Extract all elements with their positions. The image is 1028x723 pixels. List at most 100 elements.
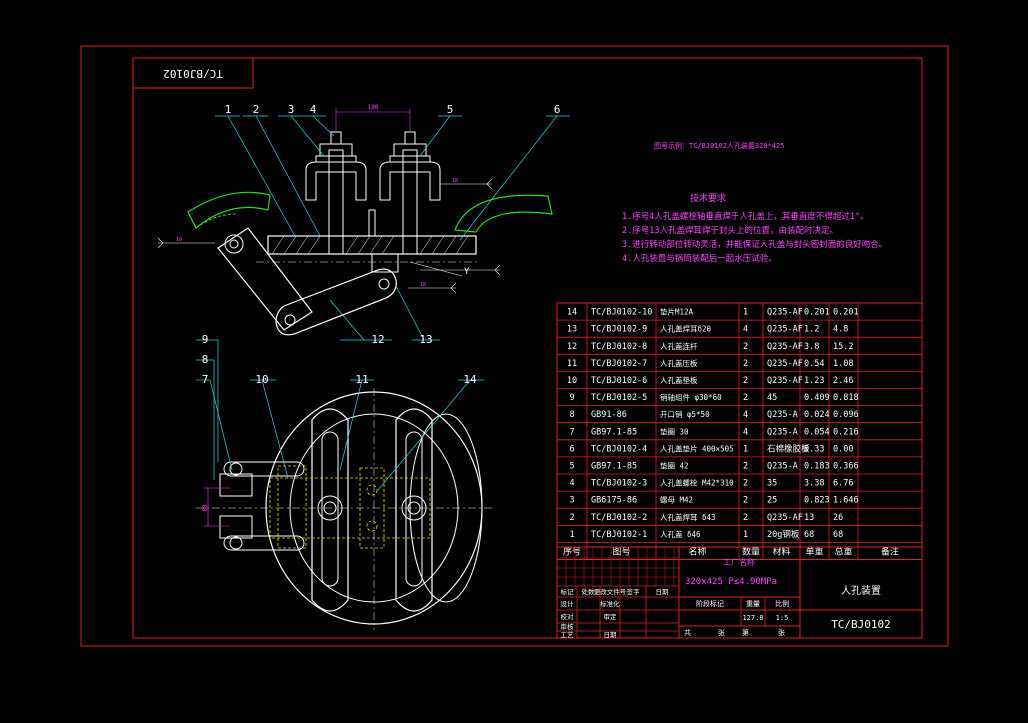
bom-cell: 7 [569, 427, 574, 437]
bom-cell: 13 [567, 325, 577, 335]
bom-cell: 8 [569, 410, 574, 420]
lug-right [379, 161, 441, 201]
bom-cell: Q235-AF [767, 359, 803, 369]
bom-cell: 2 [743, 393, 748, 403]
drawing-number-box [132, 57, 254, 89]
hinge-arm [217, 227, 313, 331]
bom-cell: 人孔盖焊耳δ20 [660, 324, 712, 334]
bom-cell: 6.76 [833, 479, 853, 489]
bom-cell: 1 [743, 308, 748, 318]
bom-cell: Q235-A [767, 427, 798, 437]
center-pin [368, 209, 376, 237]
title-weight: 127.8 [742, 614, 763, 622]
bolt-left [328, 149, 344, 255]
bom-cell: 35 [767, 479, 777, 489]
bom-cell: 9 [569, 393, 574, 403]
balloon-11: 11 [355, 373, 368, 386]
pin-lower [219, 515, 253, 539]
weld-symbol-right-mid [420, 264, 501, 276]
title-sign-cell: 设计 [561, 599, 575, 608]
top-note: 图号示例：TC/BJ0102人孔装置320*425 [654, 141, 784, 150]
shell-right [454, 194, 553, 233]
bolt-right [402, 149, 418, 255]
bom-cell: TC/BJ0102-6 [591, 376, 647, 386]
bom-cell: 1.23 [804, 376, 824, 386]
bom-cell: 20g钢板 [767, 529, 800, 540]
washer-left [315, 155, 357, 163]
bom-cell: 14 [567, 308, 577, 318]
balloon-2: 2 [253, 103, 260, 116]
bom-cell: 0.216 [833, 427, 859, 437]
bom-cell: TC/BJ0102-5 [591, 393, 647, 403]
bom-cell: TC/BJ0102-10 [591, 308, 652, 318]
yoke-left-slot [321, 431, 339, 587]
bom-cell: 3.38 [804, 479, 824, 489]
bom-cell: TC/BJ0102-7 [591, 359, 647, 369]
balloon-9: 9 [202, 333, 209, 346]
title-sheet: 张 [718, 628, 725, 637]
title-sign-cell: 日期 [656, 588, 670, 596]
plan-link-lower [223, 535, 305, 551]
bom-cell: 2 [743, 376, 748, 386]
bom-header-cell: 数量 [742, 545, 760, 557]
bom-cell: 垫圈 42 [660, 461, 689, 471]
weld-symbol-left [157, 237, 215, 249]
balloon-10: 10 [255, 373, 268, 386]
bom-header-cell: 总重 [834, 545, 852, 557]
drawing-number-mirrored: TC/BJ0102 [163, 67, 223, 80]
bom-cell: TC/BJ0102-1 [591, 530, 647, 540]
bom-cell: 1 [743, 444, 748, 454]
title-sheet: 第 [742, 628, 749, 637]
bom-border [556, 302, 923, 560]
bom-cell: 销轴组件 φ30*60 [660, 392, 722, 402]
bom-cell: TC/BJ0102-2 [591, 513, 647, 523]
title-stage-label: 比例 [775, 599, 789, 608]
title-sign-cell: 审定 [604, 612, 618, 621]
washer-right [389, 155, 431, 163]
weld-symbol-right-top [440, 178, 493, 190]
bom-cell: 人孔盖焊耳 δ43 [660, 512, 716, 522]
bom-cell: 45 [767, 393, 777, 403]
bom-cell: GB6175-86 [591, 496, 637, 506]
bom-cell: Q235-AF [767, 342, 803, 352]
link-pin-lower [284, 314, 296, 326]
dim-80: 80 [202, 504, 209, 512]
pin-head-lower [229, 536, 243, 550]
tech-req-item: 2.序号13人孔盖焊耳焊于封头上的位置，由装配时决定。 [622, 225, 838, 236]
bom-cell: 1.08 [833, 359, 853, 369]
bom-cell: 人孔盖垫板 [660, 375, 698, 385]
weld-lug [371, 254, 399, 273]
pin-upper [219, 473, 253, 497]
bom-cell: 0.183 [804, 462, 830, 472]
title-sign-cell: 标记 [561, 587, 575, 596]
pin-head-upper [229, 462, 243, 476]
title-sign-cell: 审核 [561, 622, 575, 631]
title-sheet: 张 [778, 628, 785, 637]
bom-header-cell: 单重 [805, 545, 823, 557]
leader-lines-plan [196, 339, 484, 491]
bom-cell: Q235-AF [767, 308, 803, 318]
bom-cell: 1.646 [833, 496, 859, 506]
bom-cell: 石棉橡胶板 [767, 443, 810, 454]
bolt-left-top [330, 131, 342, 145]
bom-cell: 13 [804, 513, 814, 523]
balloon-8: 8 [202, 353, 209, 366]
bom-cell: 4.8 [833, 325, 848, 335]
cover-hatch [271, 235, 469, 255]
tech-req-item: 4.人孔装置与锅筒装配后一起水压试验。 [622, 253, 777, 264]
bom-cell: GB97.1-85 [591, 462, 637, 472]
title-border [556, 546, 923, 639]
bom-cell: 0.823 [804, 496, 830, 506]
title-sheet: 共 [684, 628, 691, 637]
bom-header-cell: 序号 [563, 545, 581, 557]
hinge-pin-upper [224, 234, 244, 254]
outer-frame [80, 45, 949, 647]
bom-cell: 人孔盖 δ46 [660, 529, 701, 539]
axis-y-label: Y [464, 267, 470, 277]
bom-cell: 12 [567, 342, 577, 352]
weld-label-bottom: 10 [420, 282, 426, 288]
bom-cell: 2 [743, 496, 748, 506]
bom-cell: Q235-A [767, 462, 798, 472]
bom-cell: 15.2 [833, 342, 853, 352]
bom-cell: GB91-86 [591, 410, 627, 420]
